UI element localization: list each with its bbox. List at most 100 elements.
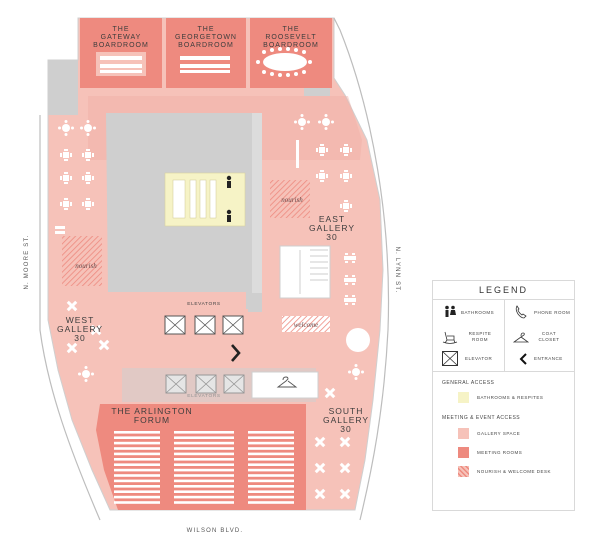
swatch-nourish bbox=[458, 466, 469, 477]
hanger-icon bbox=[276, 376, 298, 388]
bathroom-block bbox=[164, 172, 246, 227]
forum-seat-row bbox=[174, 436, 234, 439]
west-gallery-label-2: GALLERY bbox=[57, 324, 103, 334]
legend-label-respite: RESPITE ROOM bbox=[468, 331, 492, 342]
forum-label-2: FORUM bbox=[134, 415, 170, 425]
forum-seat-row bbox=[174, 468, 234, 472]
forum-seat-row bbox=[114, 485, 160, 488]
swatch-meeting bbox=[458, 447, 469, 458]
forum-seat-row bbox=[114, 431, 160, 434]
south-gallery-label-1: SOUTH bbox=[329, 406, 364, 416]
general-access-title: GENERAL ACCESS bbox=[442, 380, 495, 386]
forum-seat-row bbox=[248, 463, 294, 466]
legend-label-bathrooms: BATHROOMS bbox=[461, 310, 495, 315]
nourish-west bbox=[62, 236, 102, 286]
georgetown-label-2: GEORGETOWN bbox=[175, 34, 237, 41]
legend-label-gallery: GALLERY SPACE bbox=[477, 431, 521, 436]
street-east: N. LYNN ST. bbox=[394, 247, 400, 294]
forum-seat-row bbox=[248, 441, 294, 445]
forum-seat-row bbox=[248, 452, 294, 456]
entrance-arrow-icon bbox=[231, 344, 241, 362]
street-south: WILSON BLVD. bbox=[187, 528, 244, 534]
meeting-access-title: MEETING & EVENT ACCESS bbox=[442, 415, 521, 421]
forum-seat-row bbox=[248, 495, 294, 499]
forum-seat-row bbox=[114, 452, 160, 456]
georgetown-label-1: THE bbox=[198, 26, 215, 33]
legend-label-bathrooms-respites: BATHROOMS & RESPITES bbox=[477, 395, 544, 400]
forum-seat-row bbox=[248, 501, 294, 504]
forum-seat-row bbox=[248, 474, 294, 477]
legend-label-meeting: MEETING ROOMS bbox=[477, 450, 523, 455]
forum-label-1: THE ARLINGTON bbox=[111, 406, 192, 416]
forum-seat-row bbox=[114, 490, 160, 493]
forum-seat-row bbox=[174, 458, 234, 461]
forum-seat-row bbox=[174, 447, 234, 450]
south-gallery-label-2: GALLERY bbox=[323, 415, 369, 425]
legend-panel: LEGEND BATHROOMS PHONE ROOM RESPITE ROOM… bbox=[432, 280, 575, 511]
nourish-west-label: nourish bbox=[75, 262, 97, 270]
phone-icon bbox=[515, 305, 527, 319]
entrance-arrow-icon bbox=[519, 353, 527, 365]
roosevelt-boardroom[interactable] bbox=[250, 18, 332, 88]
forum-seat-row bbox=[114, 479, 160, 483]
forum-seat-row bbox=[248, 490, 294, 493]
gateway-boardroom[interactable] bbox=[80, 18, 162, 88]
forum-seat-row bbox=[174, 490, 234, 493]
coat-closet bbox=[251, 371, 319, 399]
forum-seat-row bbox=[114, 468, 160, 472]
elevators-top-label: ELEVATORS bbox=[187, 301, 220, 307]
forum-seat-row bbox=[114, 447, 160, 450]
forum-seat-row bbox=[248, 447, 294, 450]
forum-seat-row bbox=[174, 431, 234, 434]
forum-seat-row bbox=[114, 495, 160, 499]
east-gallery-furniture bbox=[294, 114, 370, 399]
east-facade bbox=[333, 17, 390, 521]
forum-seat-row bbox=[174, 474, 234, 477]
forum-seat-row bbox=[248, 431, 294, 434]
legend-title: LEGEND bbox=[478, 285, 528, 295]
elevator-icon bbox=[442, 351, 458, 366]
restroom-icon bbox=[226, 175, 232, 222]
georgetown-boardroom[interactable] bbox=[166, 18, 246, 88]
east-gallery-label-2: GALLERY bbox=[309, 223, 355, 233]
nourish-east bbox=[270, 180, 310, 218]
swatch-gallery bbox=[458, 428, 469, 439]
forum-seat-row bbox=[174, 501, 234, 504]
forum-seat-row bbox=[174, 441, 234, 445]
georgetown-label-3: BOARDROOM bbox=[178, 42, 234, 49]
forum-seat-row bbox=[174, 479, 234, 483]
rocking-chair-icon bbox=[442, 331, 458, 344]
roosevelt-label-1: THE bbox=[283, 26, 300, 33]
forum-seat-row bbox=[114, 463, 160, 466]
roosevelt-label-3: BOARDROOM bbox=[263, 42, 319, 49]
forum-seat-row bbox=[174, 485, 234, 488]
nourish-east-label: nourish bbox=[281, 196, 303, 204]
arlington-forum[interactable] bbox=[96, 404, 306, 510]
forum-seat-row bbox=[174, 452, 234, 456]
forum-seat-row bbox=[174, 463, 234, 466]
service-core-nw bbox=[48, 60, 78, 115]
west-gallery-label-1: WEST bbox=[66, 315, 95, 325]
swatch-bathrooms bbox=[458, 392, 469, 403]
forum-seat-row bbox=[248, 479, 294, 483]
street-west: N. MOORE ST. bbox=[24, 234, 30, 289]
west-gallery-label-3: 30 bbox=[74, 333, 85, 343]
forum-seat-row bbox=[248, 436, 294, 439]
forum-seat-row bbox=[114, 474, 160, 477]
east-gallery-label-3: 30 bbox=[326, 232, 337, 242]
south-gallery-label-3: 30 bbox=[340, 424, 351, 434]
welcome-desk bbox=[282, 316, 330, 332]
welcome-label: welcome bbox=[294, 321, 319, 329]
forum-seat-row bbox=[114, 458, 160, 461]
forum-seat-row bbox=[114, 441, 160, 445]
forum-seat-row bbox=[248, 468, 294, 472]
forum-seat-row bbox=[174, 495, 234, 499]
legend-label-nourish: NOURISH & WELCOME DESK bbox=[477, 469, 552, 474]
forum-seat-row bbox=[248, 485, 294, 488]
restroom-icon bbox=[445, 305, 456, 317]
forum-seat-row bbox=[114, 501, 160, 504]
forum-seat-row bbox=[248, 458, 294, 461]
hanger-icon bbox=[513, 332, 529, 343]
legend-label-phone: PHONE ROOM bbox=[534, 310, 571, 315]
